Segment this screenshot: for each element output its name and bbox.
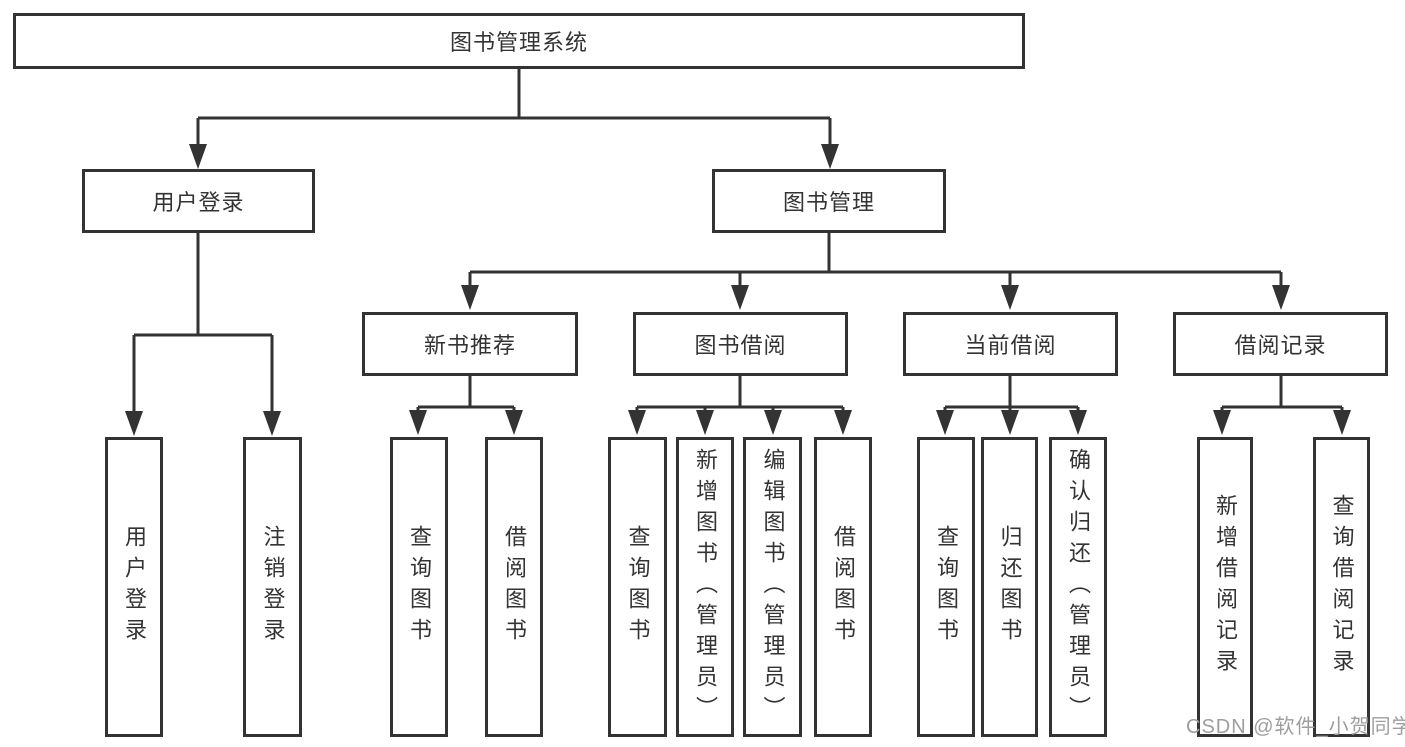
leaf-br-query-record-label: 查询借阅记录 [1329,494,1355,680]
node-book-management: 图书管理 [712,169,946,233]
leaf-nbr-query-book-label: 查询图书 [407,525,432,649]
leaf-cb-return-book: 归还图书 [981,437,1038,737]
connector-book-borrow-branch [635,376,845,414]
arrow-to-new-book-rec [461,285,479,310]
leaf-bb-query-book-label: 查询图书 [625,525,651,649]
leaf-user-login: 用户登录 [105,437,163,737]
node-current-borrow-label: 当前借阅 [964,333,1057,358]
csdn-watermark: CSDN @软件_小贺同学 [1186,716,1405,738]
leaf-cb-query-book-label: 查询图书 [934,525,959,649]
leaf-bb-edit-book-label: 编辑图书（管理员） [760,447,786,727]
node-new-book-recommend-label: 新书推荐 [423,333,516,358]
node-book-borrow-label: 图书借阅 [694,333,787,358]
node-book-management-label: 图书管理 [782,190,875,215]
arrow-to-leaf-user-login [125,411,143,436]
leaf-bb-query-book: 查询图书 [608,437,667,737]
arrow-to-user-login [189,144,207,169]
arrow-to-br-add [1213,410,1231,435]
connector-borrow-record-branch [1220,376,1344,414]
node-user-login-label: 用户登录 [152,190,245,215]
node-root: 图书管理系统 [13,13,1025,69]
arrow-to-bb-borrow [834,410,852,435]
leaf-cb-confirm-return: 确认归还（管理员） [1049,437,1107,737]
leaf-br-add-record: 新增借阅记录 [1197,437,1253,737]
leaf-bb-edit-book: 编辑图书（管理员） [743,437,802,737]
arrow-to-borrow-record [1272,285,1290,310]
connector-user-login-branch [132,233,274,413]
leaf-bb-borrow-book-label: 借阅图书 [831,525,856,649]
leaf-br-add-record-label: 新增借阅记录 [1213,494,1238,680]
connector-root-to-level2 [196,69,832,146]
leaf-bb-add-book-label: 新增图书（管理员） [693,447,718,727]
arrow-to-book-borrow [731,285,749,310]
arrow-to-nbr-borrow [505,410,523,435]
leaf-bb-add-book: 新增图书（管理员） [676,437,734,737]
arrow-to-cb-return [1001,410,1019,435]
node-root-label: 图书管理系统 [449,30,588,55]
node-current-borrow: 当前借阅 [903,312,1118,376]
leaf-nbr-query-book: 查询图书 [390,437,448,737]
node-book-borrow: 图书借阅 [633,312,848,376]
connector-book-mgmt-to-level3 [468,233,1283,288]
arrow-to-leaf-logout [263,411,281,436]
arrow-to-book-mgmt [821,144,839,169]
leaf-cb-query-book: 查询图书 [917,437,975,737]
leaf-cb-confirm-return-label: 确认归还（管理员） [1066,447,1091,727]
leaf-logout-label: 注销登录 [260,525,286,649]
node-new-book-recommend: 新书推荐 [362,312,578,376]
arrow-to-current-borrow [1001,285,1019,310]
arrow-to-cb-confirm [1069,410,1087,435]
node-borrow-record: 借阅记录 [1173,312,1388,376]
arrow-to-bb-edit [764,410,782,435]
arrow-to-bb-query [628,410,646,435]
arrowheads [125,144,1351,436]
leaf-user-login-label: 用户登录 [122,525,147,649]
leaf-nbr-borrow-book-label: 借阅图书 [502,525,527,649]
leaf-cb-return-book-label: 归还图书 [997,525,1023,649]
leaf-nbr-borrow-book: 借阅图书 [485,437,543,737]
leaf-logout: 注销登录 [243,437,302,737]
arrow-to-br-query [1333,410,1351,435]
connector-current-borrow-branch [943,376,1080,414]
arrow-to-cb-query [936,410,954,435]
node-user-login: 用户登录 [82,169,315,233]
leaf-br-query-record: 查询借阅记录 [1313,437,1370,737]
arrow-to-bb-add [696,410,714,435]
connector-new-book-branch [416,376,516,414]
leaf-bb-borrow-book: 借阅图书 [814,437,872,737]
arrow-to-nbr-query [409,410,427,435]
node-borrow-record-label: 借阅记录 [1234,333,1327,358]
